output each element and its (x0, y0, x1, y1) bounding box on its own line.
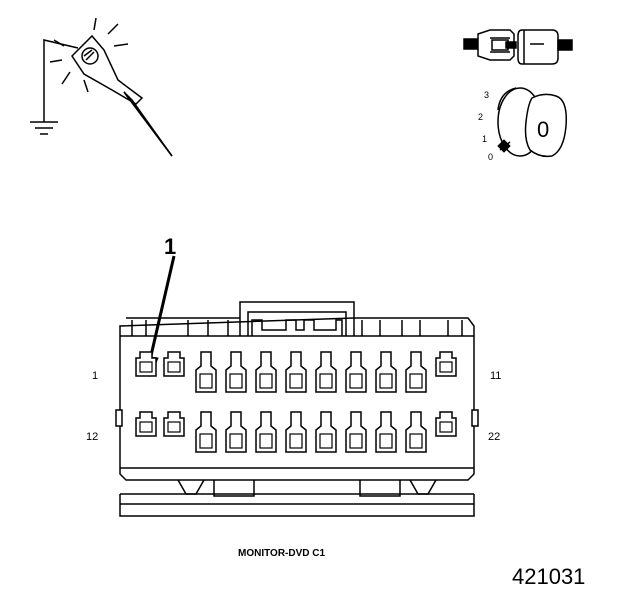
key-label: 0 (537, 117, 549, 142)
test-probe-ground-icon (30, 17, 173, 157)
pin-cavity-20 (375, 411, 397, 453)
pin-label-12: 12 (86, 431, 98, 443)
pin-cavity-6 (285, 351, 307, 393)
pin-cavity-7 (315, 351, 337, 393)
pin-cavity-3 (195, 351, 217, 393)
pin-cavity-2 (163, 351, 185, 377)
pin-label-22: 22 (488, 431, 500, 443)
pin-cavity-5 (255, 351, 277, 393)
pin-cavity-13 (163, 411, 185, 437)
key-position-3: 3 (484, 90, 489, 100)
pin-cavity-17 (285, 411, 307, 453)
pin-label-1: 1 (92, 370, 98, 382)
pin-label-11: 11 (490, 370, 501, 382)
pin-cavity-8 (345, 351, 367, 393)
disconnected-connector-icon (463, 29, 573, 65)
callout-label: 1 (164, 234, 176, 259)
pin-cavity-16 (255, 411, 277, 453)
pin-cavity-11 (435, 351, 457, 377)
pin-cavity-1 (135, 351, 157, 377)
pin-cavity-12 (135, 411, 157, 437)
pin-cavity-22 (435, 411, 457, 437)
pin-cavity-14 (195, 411, 217, 453)
pin-cavity-10 (405, 351, 427, 393)
pin-cavity-9 (375, 351, 397, 393)
pin-cavity-18 (315, 411, 337, 453)
pin-cavity-21 (405, 411, 427, 453)
connector-caption: MONITOR-DVD C1 (238, 548, 325, 559)
key-position-2: 2 (478, 112, 483, 122)
connector-housing (115, 301, 479, 517)
figure-number: 421031 (512, 564, 585, 589)
connector-pins (135, 351, 457, 453)
pin-cavity-19 (345, 411, 367, 453)
pin-cavity-15 (225, 411, 247, 453)
key-position-0: 0 (488, 152, 493, 162)
key-position-1: 1 (482, 134, 487, 144)
ignition-key-off-icon (497, 87, 568, 158)
pin-cavity-4 (225, 351, 247, 393)
